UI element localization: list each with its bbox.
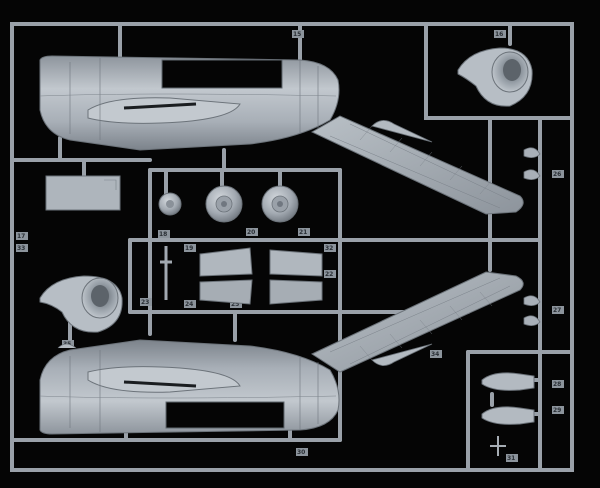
part-number: 25 (231, 301, 239, 308)
part-tag: 24 (184, 300, 196, 308)
part-number: 30 (297, 449, 305, 456)
part-tag: 28 (552, 380, 564, 388)
part-number: 26 (553, 171, 561, 178)
part-tag: 29 (552, 406, 564, 414)
part-number: 16 (495, 31, 503, 38)
lower-wing-panel (310, 271, 524, 373)
part-tag: 26 (552, 170, 564, 178)
part-tag: 33 (16, 244, 28, 252)
part-tag: 31 (506, 454, 518, 462)
engine-cowl-upper (457, 47, 533, 107)
flat-panel-part (45, 175, 121, 211)
part-number: 20 (247, 229, 255, 236)
part-tag: 34 (430, 350, 442, 358)
part-tag: 25 (230, 300, 242, 308)
part-tag: 19 (184, 244, 196, 252)
part-tag: 23 (140, 298, 152, 306)
part-number: 19 (185, 245, 193, 252)
part-number: 29 (553, 407, 561, 414)
part-number: 23 (141, 299, 149, 306)
part-number-tags: 15 16 17 18 19 20 21 22 23 24 25 26 27 2… (16, 30, 564, 462)
part-tag: 21 (298, 228, 310, 236)
sprue-frame (10, 22, 574, 472)
upper-wing-panel (310, 115, 524, 215)
drop-tank-upper (481, 372, 535, 391)
gear-struts (160, 246, 172, 300)
part-tag: 27 (552, 306, 564, 314)
gear-doors (199, 247, 323, 305)
part-tag: 16 (494, 30, 506, 38)
part-number: 21 (299, 229, 307, 236)
part-number: 27 (553, 307, 561, 314)
part-tag: 15 (292, 30, 304, 38)
main-wheel-left (205, 185, 243, 223)
part-number: 31 (507, 455, 515, 462)
lower-fuselage-half (39, 339, 340, 435)
part-number: 33 (17, 245, 25, 252)
part-number: 32 (325, 245, 333, 252)
small-clips (523, 147, 541, 326)
small-rod-part (490, 436, 506, 456)
part-number: 24 (185, 301, 193, 308)
part-tag: 20 (246, 228, 258, 236)
drop-tank-lower (481, 406, 535, 425)
main-wheel-right (261, 185, 299, 223)
part-tag: 30 (296, 448, 308, 456)
upper-fuselage-half (39, 55, 340, 151)
part-number: 15 (293, 31, 301, 38)
part-tag: 17 (16, 232, 28, 240)
part-tag: 18 (158, 230, 170, 238)
small-wheel (158, 192, 182, 216)
engine-cowl-lower (39, 275, 123, 333)
part-number: 18 (159, 231, 167, 238)
part-tag: 22 (324, 270, 336, 278)
part-number: 22 (325, 271, 333, 278)
part-number: 34 (431, 351, 439, 358)
part-tag: 32 (324, 244, 336, 252)
part-number: 28 (553, 381, 561, 388)
part-number: 17 (17, 233, 25, 240)
